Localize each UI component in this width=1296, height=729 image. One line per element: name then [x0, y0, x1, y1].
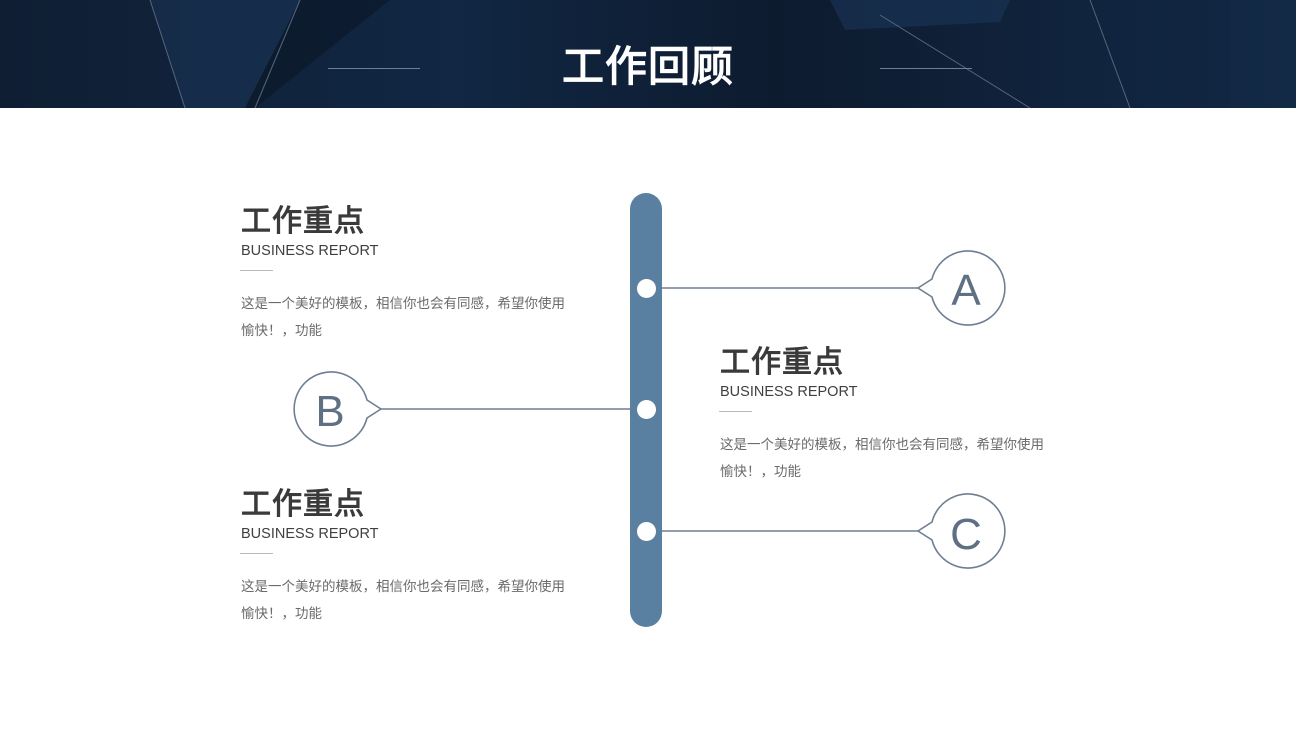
- block-subtitle: BUSINESS REPORT: [241, 243, 379, 259]
- block-description: 这是一个美好的模板，相信你也会有同感，希望你使用愉快！，功能: [241, 296, 565, 339]
- page-title: 工作回顾: [561, 42, 734, 91]
- block-subtitle: BUSINESS REPORT: [241, 526, 379, 542]
- bubble-c: [916, 493, 1006, 569]
- block-title: 工作重点: [241, 487, 365, 522]
- block-divider: [240, 270, 273, 271]
- header-background-art: [149, 0, 1230, 108]
- block-description: 这是一个美好的模板，相信你也会有同感，希望你使用愉快！，功能: [241, 579, 565, 622]
- text-block-right: 工作重点 BUSINESS REPORT 这是一个美好的模板，相信你也会有同感，…: [719, 345, 1060, 486]
- timeline-dot-b: [637, 400, 656, 419]
- text-block-bottom-left: 工作重点 BUSINESS REPORT 这是一个美好的模板，相信你也会有同感，…: [240, 487, 581, 628]
- block-divider: [719, 411, 752, 412]
- title-decor-line-right: [880, 68, 972, 69]
- timeline-dot-a: [637, 279, 656, 298]
- block-divider: [240, 553, 273, 554]
- node-letter-b: B: [315, 387, 345, 436]
- header-banner: 工作回顾: [0, 0, 1296, 108]
- text-block-top-left: 工作重点 BUSINESS REPORT 这是一个美好的模板，相信你也会有同感，…: [240, 204, 581, 345]
- bubble-a: [916, 250, 1006, 326]
- node-letter-c: C: [950, 510, 982, 559]
- timeline-dot-c: [637, 522, 656, 541]
- block-title: 工作重点: [241, 204, 365, 239]
- node-letter-a: A: [951, 266, 981, 315]
- block-subtitle: BUSINESS REPORT: [720, 384, 858, 400]
- bubble-b: [293, 371, 383, 447]
- title-decor-line-left: [328, 68, 420, 69]
- block-description: 这是一个美好的模板，相信你也会有同感，希望你使用愉快！，功能: [720, 437, 1044, 480]
- block-title: 工作重点: [720, 345, 844, 380]
